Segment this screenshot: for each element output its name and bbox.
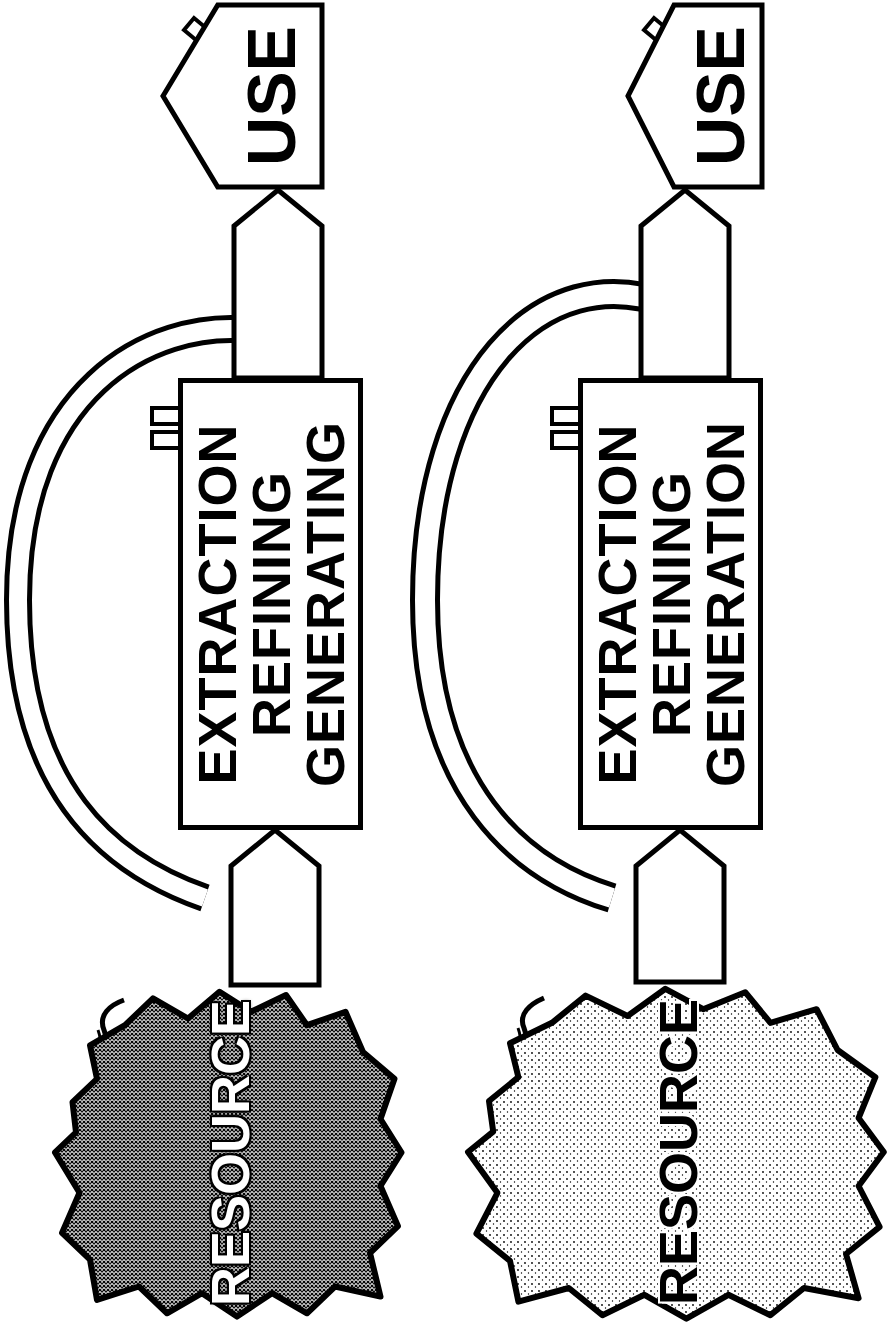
process-box: EXTRACTION REFINING GENERATION bbox=[578, 378, 763, 830]
use-house: USE bbox=[160, 2, 325, 190]
use-text: USE bbox=[237, 14, 305, 178]
smoke-stack bbox=[552, 408, 578, 448]
process-text: EXTRACTION REFINING GENERATION bbox=[590, 395, 752, 813]
flow-arrow bbox=[231, 830, 319, 985]
use-house: USE bbox=[625, 2, 765, 190]
resource-area: RESOURCE bbox=[55, 985, 405, 1320]
rotated-label: EXTRACTION REFINING GENERATING bbox=[190, 395, 352, 813]
house-outline bbox=[163, 5, 322, 187]
process-box: EXTRACTION REFINING GENERATING bbox=[178, 378, 363, 830]
rotated-label: RESOURCE bbox=[203, 997, 257, 1308]
resource-outline bbox=[55, 992, 402, 1317]
rotated-label: RESOURCE bbox=[651, 994, 705, 1310]
rotated-label: USE bbox=[686, 14, 754, 178]
rotated-label: USE bbox=[237, 14, 305, 178]
resource-text: RESOURCE bbox=[651, 994, 705, 1310]
flow-arrow bbox=[641, 190, 729, 378]
smoke-stack bbox=[152, 408, 178, 448]
house-outline bbox=[628, 5, 762, 187]
resource-outline bbox=[468, 989, 884, 1319]
flow-arrow bbox=[234, 190, 322, 378]
rotated-label: EXTRACTION REFINING GENERATION bbox=[590, 395, 752, 813]
flow-arrow bbox=[636, 830, 724, 982]
resource-area: RESOURCE bbox=[468, 982, 888, 1322]
resource-text: RESOURCE bbox=[203, 997, 257, 1308]
use-text: USE bbox=[686, 14, 754, 178]
process-text: EXTRACTION REFINING GENERATING bbox=[190, 395, 352, 813]
